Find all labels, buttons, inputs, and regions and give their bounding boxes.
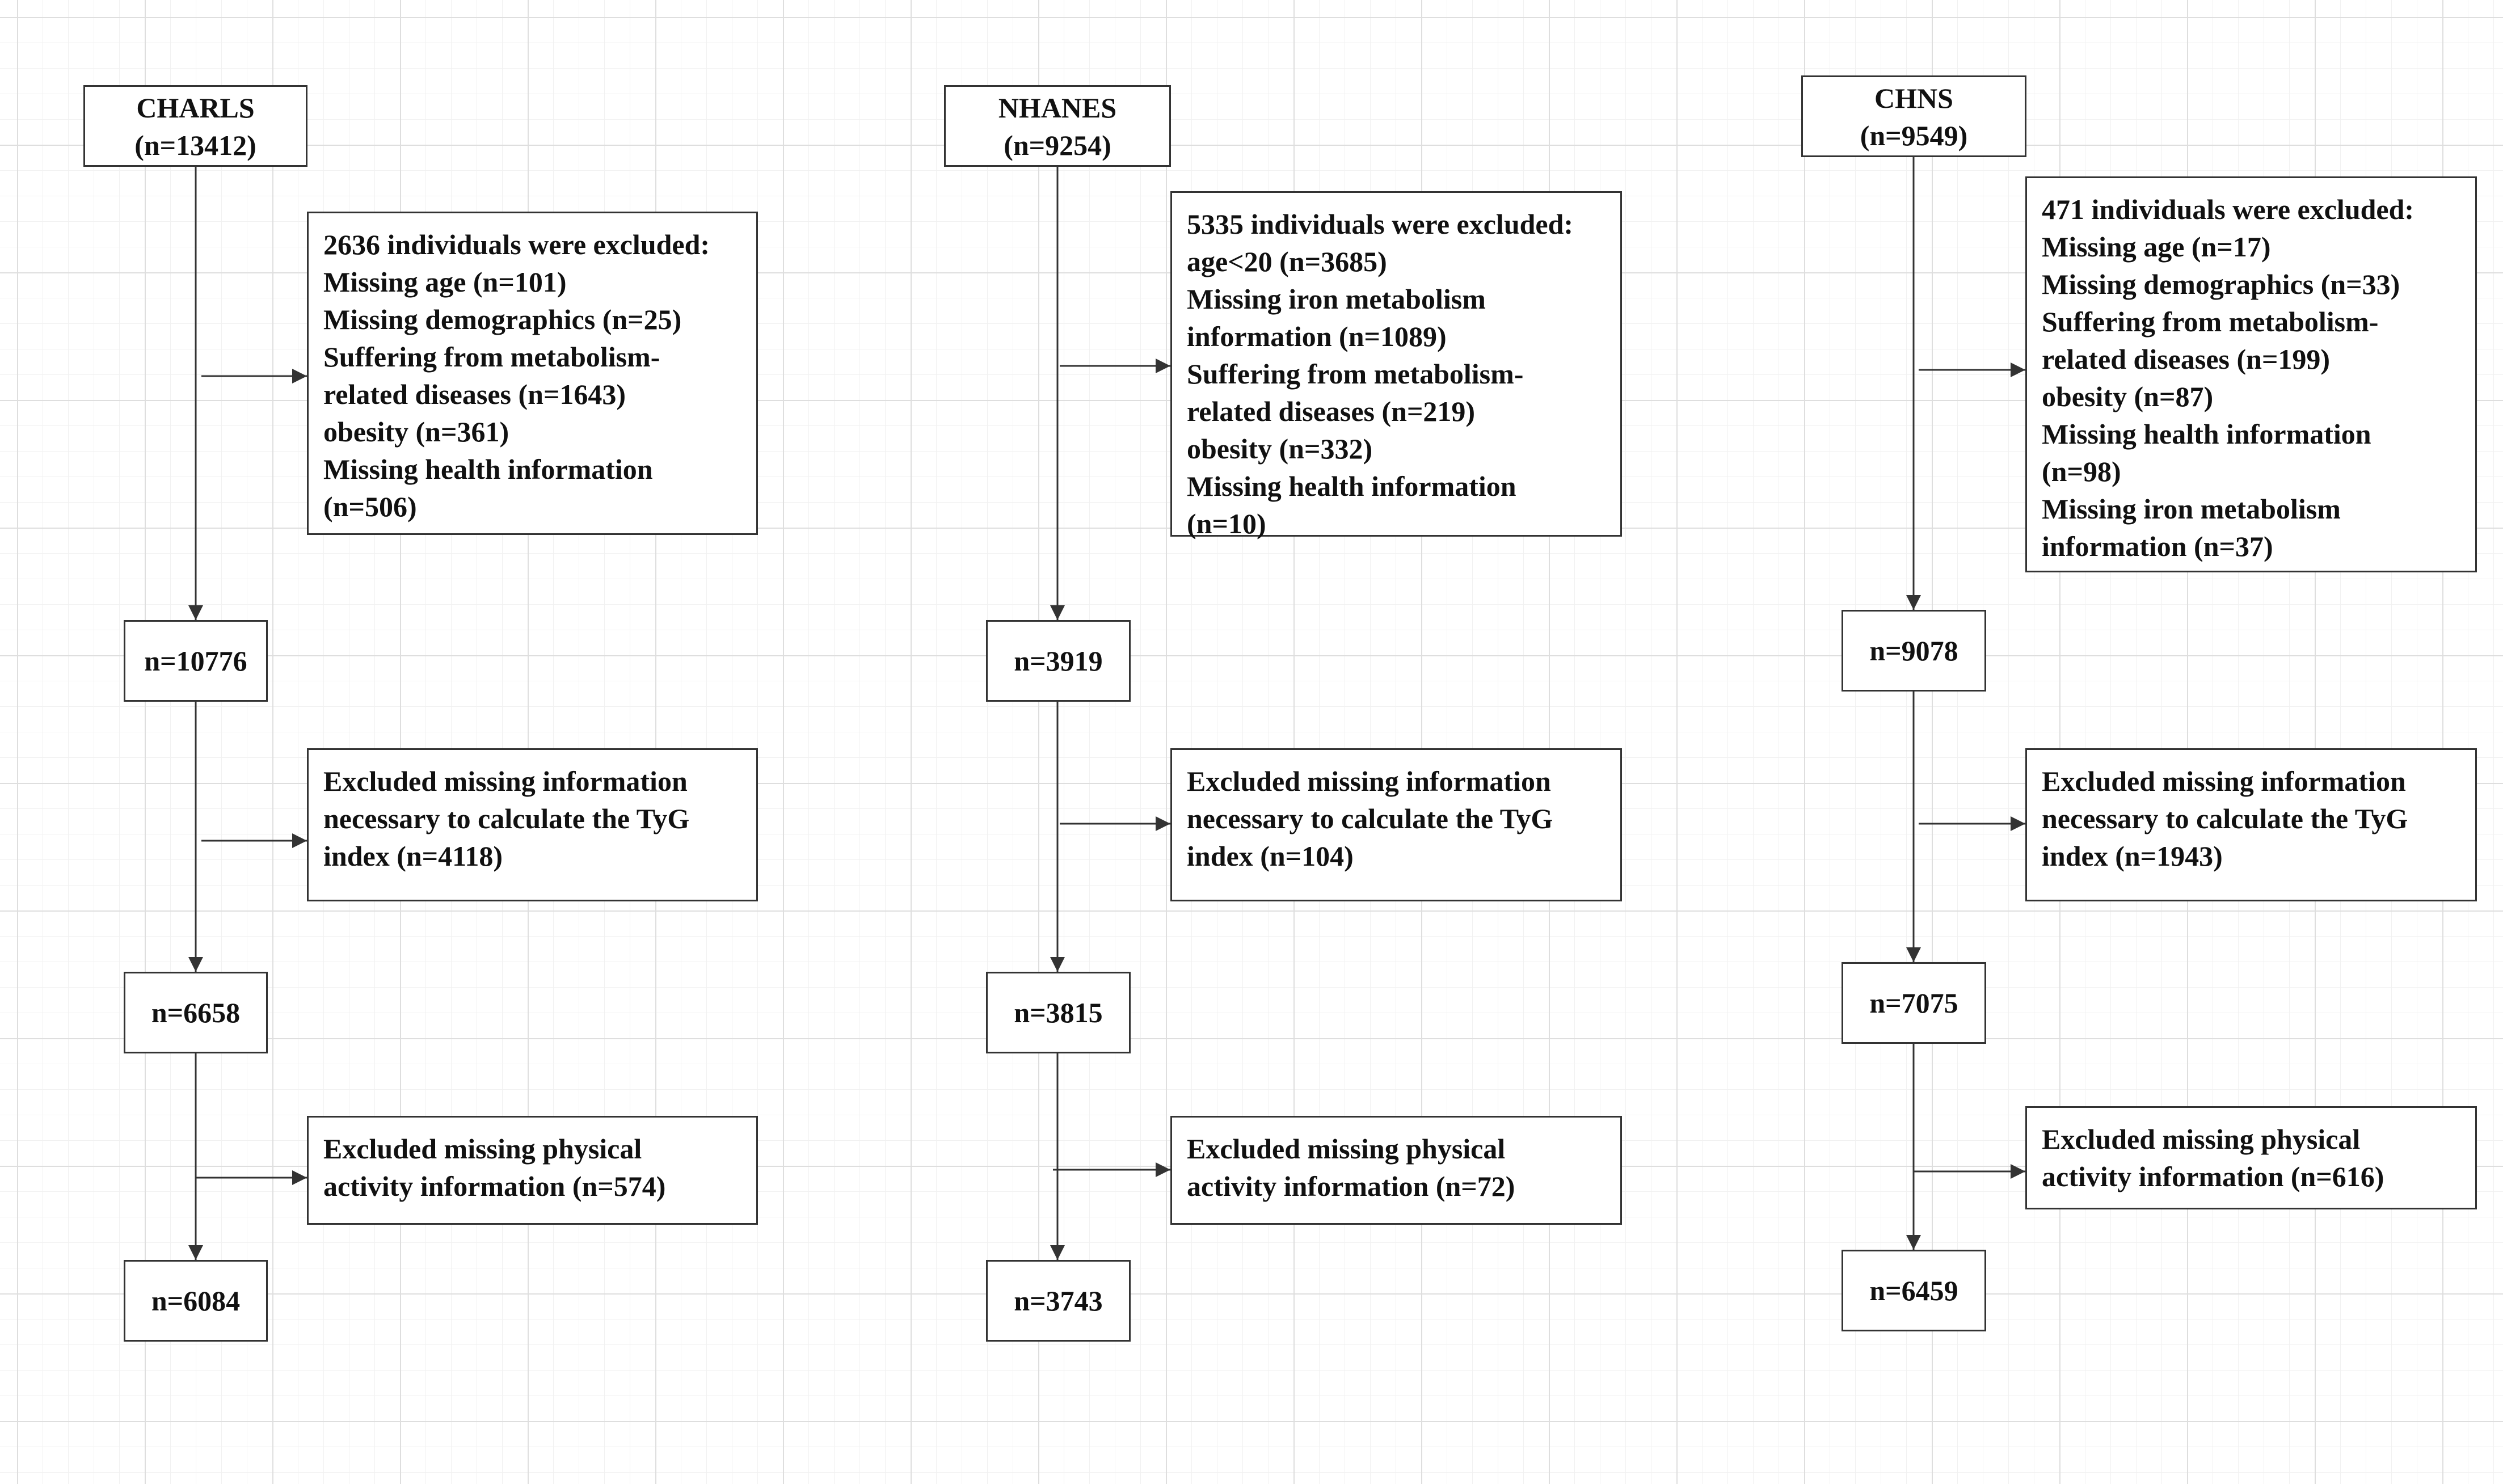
exclusion-line: 5335 individuals were excluded: xyxy=(1187,208,1574,240)
count-value: n=6084 xyxy=(151,1285,241,1317)
exclusion-line: index (n=104) xyxy=(1187,840,1354,872)
exclusion-line: Excluded missing information xyxy=(323,765,688,797)
exclusion-line: (n=10) xyxy=(1187,508,1266,539)
nhanes-count-box-2: n=3815 xyxy=(986,972,1131,1053)
exclusion-line: information (n=1089) xyxy=(1187,321,1447,352)
nhanes-source-box: NHANES (n=9254) xyxy=(944,85,1171,167)
exclusion-line: Missing age (n=17) xyxy=(2042,231,2271,263)
chns-count-box-1: n=9078 xyxy=(1842,610,1986,692)
exclusion-line: Missing iron metabolism xyxy=(1187,283,1486,315)
source-name: CHNS xyxy=(1874,82,1953,114)
exclusion-line: Missing health information xyxy=(2042,418,2371,450)
exclusion-line: Missing age (n=101) xyxy=(323,266,567,298)
exclusion-line: index (n=4118) xyxy=(323,840,503,872)
exclusion-line: 2636 individuals were excluded: xyxy=(323,229,710,260)
count-value: n=3815 xyxy=(1014,997,1103,1028)
exclusion-line: Excluded missing physical xyxy=(323,1133,642,1165)
exclusion-line: Missing demographics (n=25) xyxy=(323,303,682,335)
charls-count-box-2: n=6658 xyxy=(124,972,268,1053)
source-count: (n=9549) xyxy=(1860,120,1968,151)
exclusion-line: related diseases (n=199) xyxy=(2042,343,2331,375)
charls-exclusion-box-2: Excluded missing information necessary to… xyxy=(307,748,758,901)
charls-count-box-3: n=6084 xyxy=(124,1260,268,1342)
chns-source-box: CHNS (n=9549) xyxy=(1801,75,2026,157)
count-value: n=3743 xyxy=(1014,1285,1103,1317)
exclusion-line: Excluded missing physical xyxy=(1187,1133,1506,1165)
count-value: n=3919 xyxy=(1014,645,1103,677)
count-value: n=6459 xyxy=(1869,1275,1958,1306)
exclusion-line: Suffering from metabolism- xyxy=(323,341,660,373)
chns-count-box-2: n=7075 xyxy=(1842,962,1986,1044)
exclusion-line: Missing iron metabolism xyxy=(2042,493,2341,525)
exclusion-line: (n=506) xyxy=(323,491,417,522)
exclusion-line: obesity (n=361) xyxy=(323,416,509,448)
exclusion-line: activity information (n=616) xyxy=(2042,1161,2384,1192)
count-value: n=6658 xyxy=(151,997,241,1028)
exclusion-line: activity information (n=574) xyxy=(323,1170,666,1202)
nhanes-count-box-3: n=3743 xyxy=(986,1260,1131,1342)
chns-count-box-3: n=6459 xyxy=(1842,1250,1986,1331)
charls-source-box: CHARLS (n=13412) xyxy=(83,85,307,167)
exclusion-line: Excluded missing information xyxy=(1187,765,1551,797)
nhanes-count-box-1: n=3919 xyxy=(986,620,1131,702)
exclusion-line: Suffering from metabolism- xyxy=(2042,306,2379,338)
count-value: n=7075 xyxy=(1869,987,1958,1019)
nhanes-exclusion-box-3: Excluded missing physical activity inform… xyxy=(1170,1116,1622,1225)
exclusion-line: index (n=1943) xyxy=(2042,840,2223,872)
exclusion-line: Excluded missing physical xyxy=(2042,1123,2361,1155)
exclusion-line: obesity (n=87) xyxy=(2042,381,2214,412)
charls-exclusion-box-1: 2636 individuals were excluded: Missing a… xyxy=(307,212,758,535)
nhanes-exclusion-box-1: 5335 individuals were excluded: age<20 (n… xyxy=(1170,191,1622,539)
source-name: NHANES xyxy=(998,92,1117,124)
chns-exclusion-box-3: Excluded missing physical activity inform… xyxy=(2025,1106,2477,1209)
exclusion-line: information (n=37) xyxy=(2042,530,2273,562)
exclusion-line: Suffering from metabolism- xyxy=(1187,358,1524,390)
chns-exclusion-box-1: 471 individuals were excluded: Missing ag… xyxy=(2025,176,2477,572)
source-count: (n=9254) xyxy=(1004,129,1111,161)
exclusion-line: necessary to calculate the TyG xyxy=(1187,803,1553,834)
source-name: CHARLS xyxy=(136,92,255,124)
exclusion-line: obesity (n=332) xyxy=(1187,433,1373,465)
exclusion-line: (n=98) xyxy=(2042,456,2121,487)
exclusion-line: necessary to calculate the TyG xyxy=(323,803,690,834)
count-value: n=9078 xyxy=(1869,635,1958,667)
exclusion-line: necessary to calculate the TyG xyxy=(2042,803,2408,834)
source-count: (n=13412) xyxy=(134,129,256,161)
exclusion-line: Missing health information xyxy=(1187,470,1516,502)
exclusion-line: related diseases (n=219) xyxy=(1187,395,1476,427)
exclusion-line: activity information (n=72) xyxy=(1187,1170,1515,1202)
charls-exclusion-box-3: Excluded missing physical activity inform… xyxy=(307,1116,758,1225)
exclusion-line: Missing demographics (n=33) xyxy=(2042,268,2400,300)
exclusion-line: age<20 (n=3685) xyxy=(1187,246,1387,277)
chns-exclusion-box-2: Excluded missing information necessary to… xyxy=(2025,748,2477,901)
charls-count-box-1: n=10776 xyxy=(124,620,268,702)
exclusion-line: Excluded missing information xyxy=(2042,765,2406,797)
exclusion-line: Missing health information xyxy=(323,453,653,485)
exclusion-line: related diseases (n=1643) xyxy=(323,378,626,410)
exclusion-line: 471 individuals were excluded: xyxy=(2042,193,2414,225)
count-value: n=10776 xyxy=(144,645,247,677)
nhanes-exclusion-box-2: Excluded missing information necessary to… xyxy=(1170,748,1622,901)
